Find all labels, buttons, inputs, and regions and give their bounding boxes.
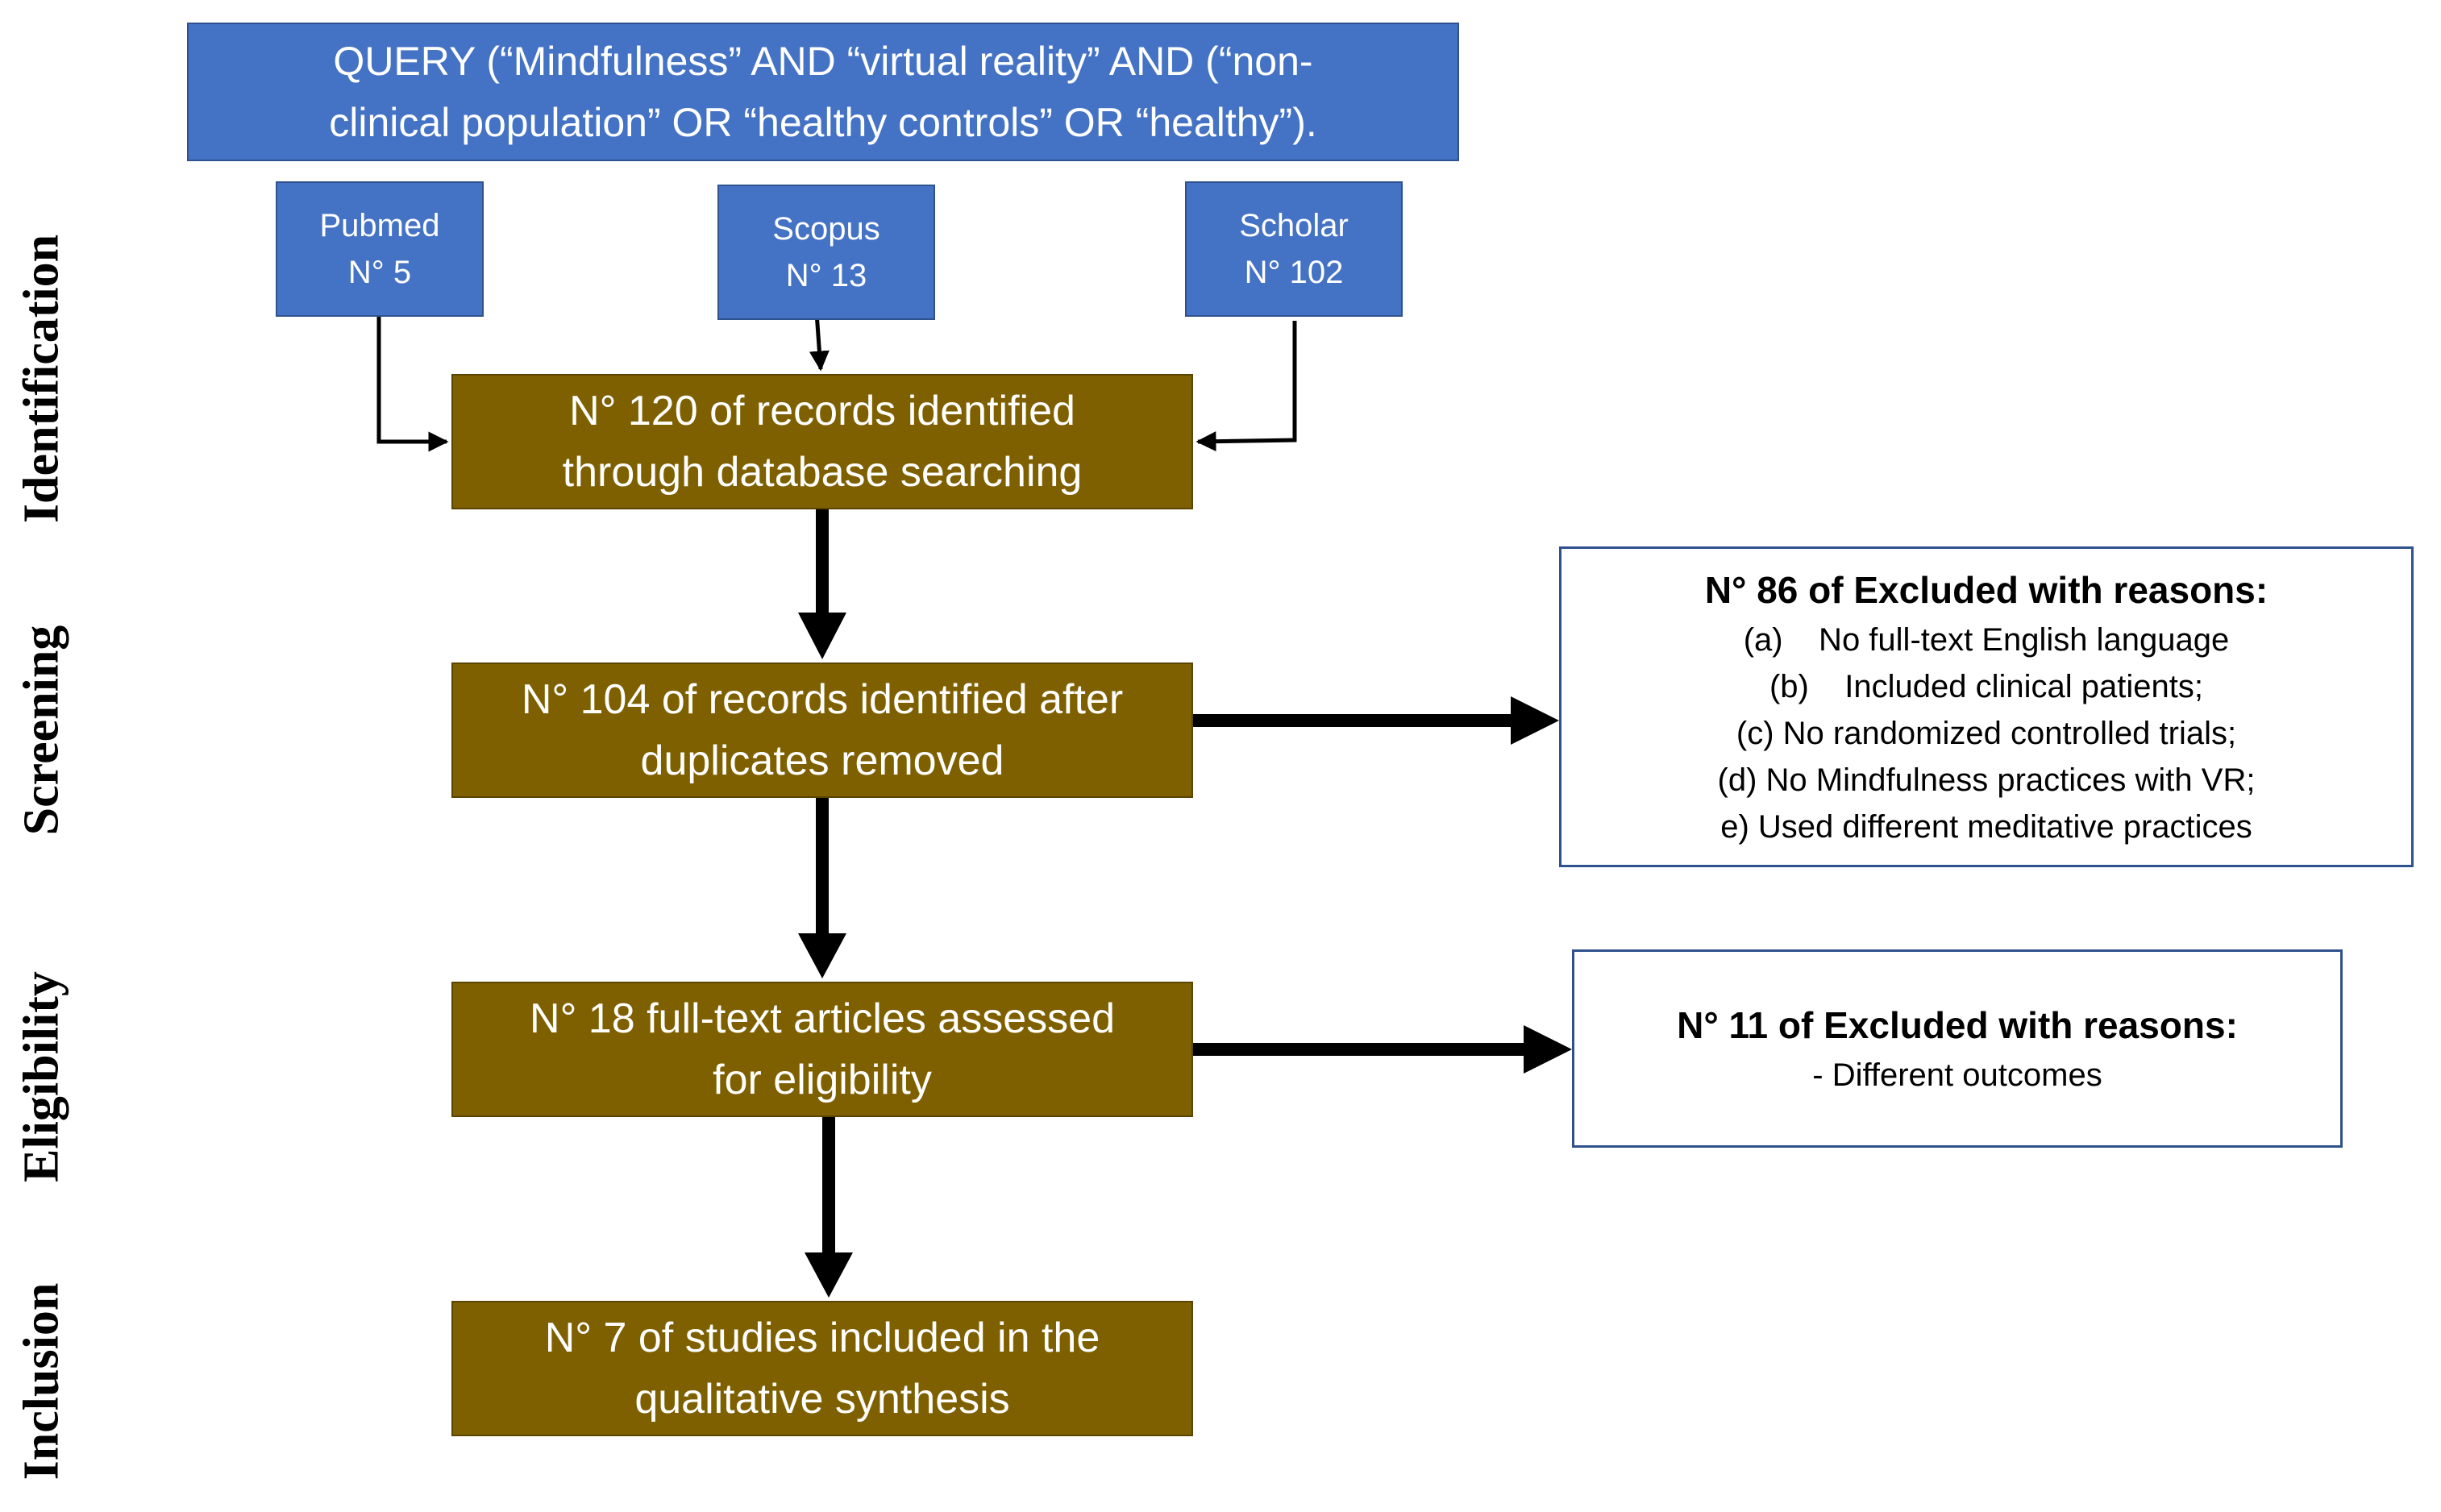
stage-line-2: duplicates removed — [640, 737, 1004, 784]
arrowhead-fulltext-to-excluded — [1524, 1025, 1572, 1074]
exclusion-box-eligibility: N° 11 of Excluded with reasons: - Differ… — [1572, 949, 2343, 1148]
stage-box-fulltext-assessed: N° 18 full-text articles assessed for el… — [451, 982, 1193, 1117]
search-query-box: QUERY (“Mindfulness” AND “virtual realit… — [187, 23, 1459, 161]
stage-line-1: N° 120 of records identified — [569, 388, 1075, 434]
phase-label-inclusion: Inclusion — [14, 1282, 69, 1481]
stage-line-1: N° 7 of studies included in the — [544, 1315, 1100, 1361]
arrowhead-records-to-deduplicated — [798, 613, 846, 659]
database-count: N° 13 — [785, 258, 867, 293]
exclusion-reason: (c) No randomized controlled trials; — [1736, 716, 2237, 751]
search-query-line-1: QUERY (“Mindfulness” AND “virtual realit… — [333, 39, 1313, 84]
database-box-scholar: Scholar N° 102 — [1185, 181, 1403, 317]
stage-line-2: through database searching — [562, 449, 1083, 496]
search-query-line-2: clinical population” OR “healthy control… — [329, 100, 1317, 145]
exclusion-reason: - Different outcomes — [1812, 1057, 2102, 1093]
database-box-pubmed: Pubmed N° 5 — [276, 181, 484, 317]
exclusion-box-screening: N° 86 of Excluded with reasons: (a) No f… — [1559, 546, 2414, 867]
stage-box-included: N° 7 of studies included in the qualitat… — [451, 1301, 1193, 1436]
phase-label-identification: Identification — [14, 234, 69, 524]
arrowhead-deduplicated-to-fulltext — [798, 933, 846, 978]
database-box-scopus: Scopus N° 13 — [717, 185, 935, 320]
database-name: Scholar — [1239, 208, 1349, 243]
stage-line-2: for eligibility — [713, 1057, 932, 1103]
stage-line-1: N° 104 of records identified after — [521, 676, 1124, 723]
database-count: N° 5 — [347, 255, 412, 290]
exclusion-reason: e) Used different meditative practices — [1720, 809, 2252, 845]
arrowhead-fulltext-to-included — [805, 1252, 853, 1298]
phase-label-eligibility: Eligibility — [14, 971, 69, 1182]
stage-box-identified: N° 120 of records identified through dat… — [451, 374, 1193, 509]
stage-line-2: qualitative synthesis — [634, 1376, 1010, 1423]
database-count: N° 102 — [1244, 255, 1344, 290]
arrowhead-deduplicated-to-excluded — [1511, 696, 1559, 745]
exclusion-reason: (d) No Mindfulness practices with VR; — [1717, 762, 2256, 798]
database-name: Pubmed — [319, 208, 440, 243]
exclusion-title: N° 11 of Excluded with reasons: — [1677, 1004, 2238, 1046]
database-name: Scopus — [772, 211, 880, 247]
arrow-pubmed-to-records — [376, 317, 449, 452]
exclusion-reason: (b) Included clinical patients; — [1769, 669, 2204, 704]
phase-label-screening: Screening — [14, 625, 69, 836]
exclusion-reason: (a) No full-text English language — [1743, 622, 2230, 658]
stage-box-deduplicated: N° 104 of records identified after dupli… — [451, 663, 1193, 798]
stage-line-1: N° 18 full-text articles assessed — [530, 995, 1115, 1042]
arrow-scholar-to-records — [1196, 321, 1297, 452]
exclusion-title: N° 86 of Excluded with reasons: — [1704, 569, 2268, 611]
